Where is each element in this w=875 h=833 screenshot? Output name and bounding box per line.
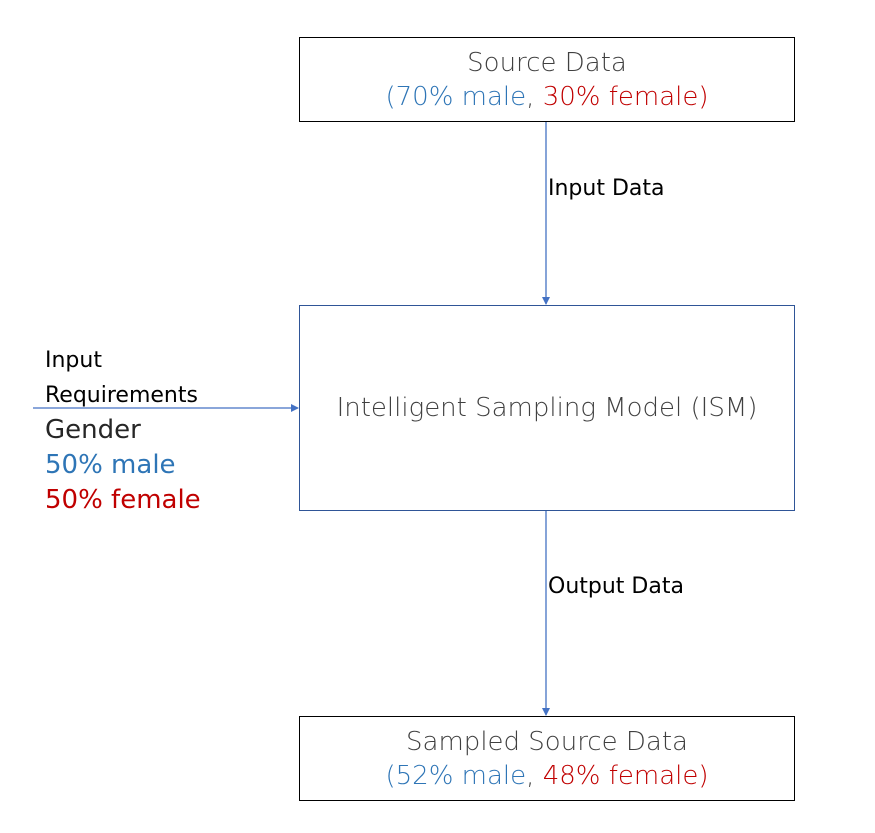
requirements-attribute: Gender: [45, 415, 141, 445]
source-male-share: 70% male: [395, 81, 527, 112]
requirements-female-share: 50% female: [45, 485, 201, 515]
source-data-distribution: (70% male, 30% female): [385, 80, 708, 114]
source-data-box: Source Data (70% male, 30% female): [299, 37, 795, 122]
ism-title: Intelligent Sampling Model (ISM): [336, 393, 758, 423]
input-data-label: Input Data: [548, 176, 665, 201]
sampled-data-title: Sampled Source Data: [406, 726, 688, 757]
input-requirements: Input Requirements Gender 50% male 50% f…: [45, 343, 201, 518]
source-data-title: Source Data: [467, 47, 627, 78]
ism-box: Intelligent Sampling Model (ISM): [299, 305, 795, 511]
requirements-male-share: 50% male: [45, 450, 176, 480]
source-separator: ,: [526, 81, 543, 112]
source-paren-open: (: [385, 81, 396, 112]
sampled-male-share: 52% male: [395, 760, 527, 791]
source-paren-close: ): [698, 81, 709, 112]
requirements-title-line2: Requirements: [45, 383, 198, 408]
sampled-paren-close: ): [698, 760, 709, 791]
sampled-female-share: 48% female: [542, 760, 699, 791]
source-female-share: 30% female: [542, 81, 699, 112]
sampled-data-distribution: (52% male, 48% female): [385, 759, 708, 793]
output-data-label: Output Data: [548, 574, 684, 599]
sampled-separator: ,: [526, 760, 543, 791]
sampled-paren-open: (: [385, 760, 396, 791]
requirements-title-line1: Input: [45, 348, 102, 373]
sampled-source-data-box: Sampled Source Data (52% male, 48% femal…: [299, 716, 795, 801]
